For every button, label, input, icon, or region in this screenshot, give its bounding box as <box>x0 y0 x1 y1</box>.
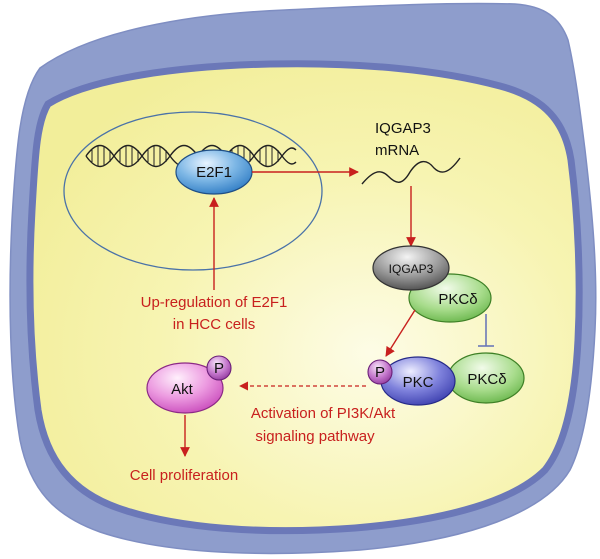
iqgap3-protein-node <box>372 245 450 291</box>
iqgap3-protein-label: IQGAP3 <box>389 262 434 276</box>
cytoplasm <box>26 60 583 535</box>
activation-label-line2: signaling pathway <box>255 428 375 445</box>
activation-label-line1: Activation of PI3K/Akt <box>251 405 396 422</box>
akt-node <box>146 362 224 414</box>
arrow-complex-to-pkc <box>385 309 416 357</box>
e2f1-label: E2F1 <box>196 164 232 181</box>
upregulation-label-line1: Up-regulation of E2F1 <box>141 294 288 311</box>
phospho-akt-node <box>206 355 232 381</box>
phospho-akt-label: P <box>214 360 224 377</box>
iqgap3-mrna-label-line2: mRNA <box>375 142 419 159</box>
mrna-strand <box>361 157 461 185</box>
pkc-delta-free-label: PKCδ <box>467 371 506 388</box>
phospho-pkc-label: P <box>375 364 385 381</box>
akt-label: Akt <box>171 381 194 398</box>
iqgap3-mrna-label-line1: IQGAP3 <box>375 120 431 137</box>
pkc-delta-bound-label: PKCδ <box>438 291 477 308</box>
phospho-pkc-node <box>367 359 393 385</box>
upregulation-label-line2: in HCC cells <box>173 316 256 333</box>
cell-proliferation-label: Cell proliferation <box>130 467 238 484</box>
pkc-label: PKC <box>403 374 434 391</box>
nucleus <box>63 111 323 271</box>
